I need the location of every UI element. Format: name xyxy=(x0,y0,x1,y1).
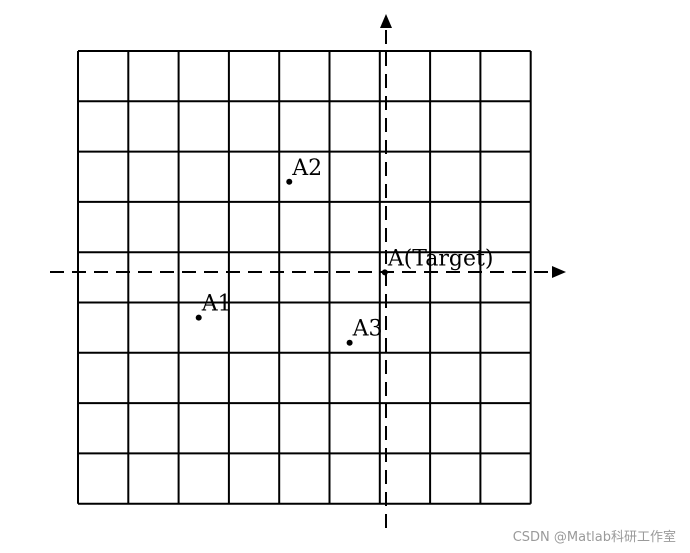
point-A3: A3 xyxy=(346,317,383,346)
point-target: A(Target) xyxy=(381,246,494,276)
point-marker xyxy=(195,314,202,321)
grid xyxy=(77,50,532,505)
point-marker xyxy=(346,339,353,346)
vertical-axis-arrow-icon xyxy=(380,14,392,28)
point-label: A3 xyxy=(352,317,383,342)
horizontal-axis-arrow-icon xyxy=(552,266,566,278)
point-A2: A2 xyxy=(286,156,322,185)
watermark: CSDN @Matlab科研工作室 xyxy=(512,530,676,545)
point-marker xyxy=(381,269,388,276)
point-label: A(Target) xyxy=(387,246,494,271)
point-label: A2 xyxy=(291,156,322,181)
point-marker xyxy=(286,178,293,185)
point-label: A1 xyxy=(201,292,232,317)
point-A1: A1 xyxy=(195,292,232,321)
